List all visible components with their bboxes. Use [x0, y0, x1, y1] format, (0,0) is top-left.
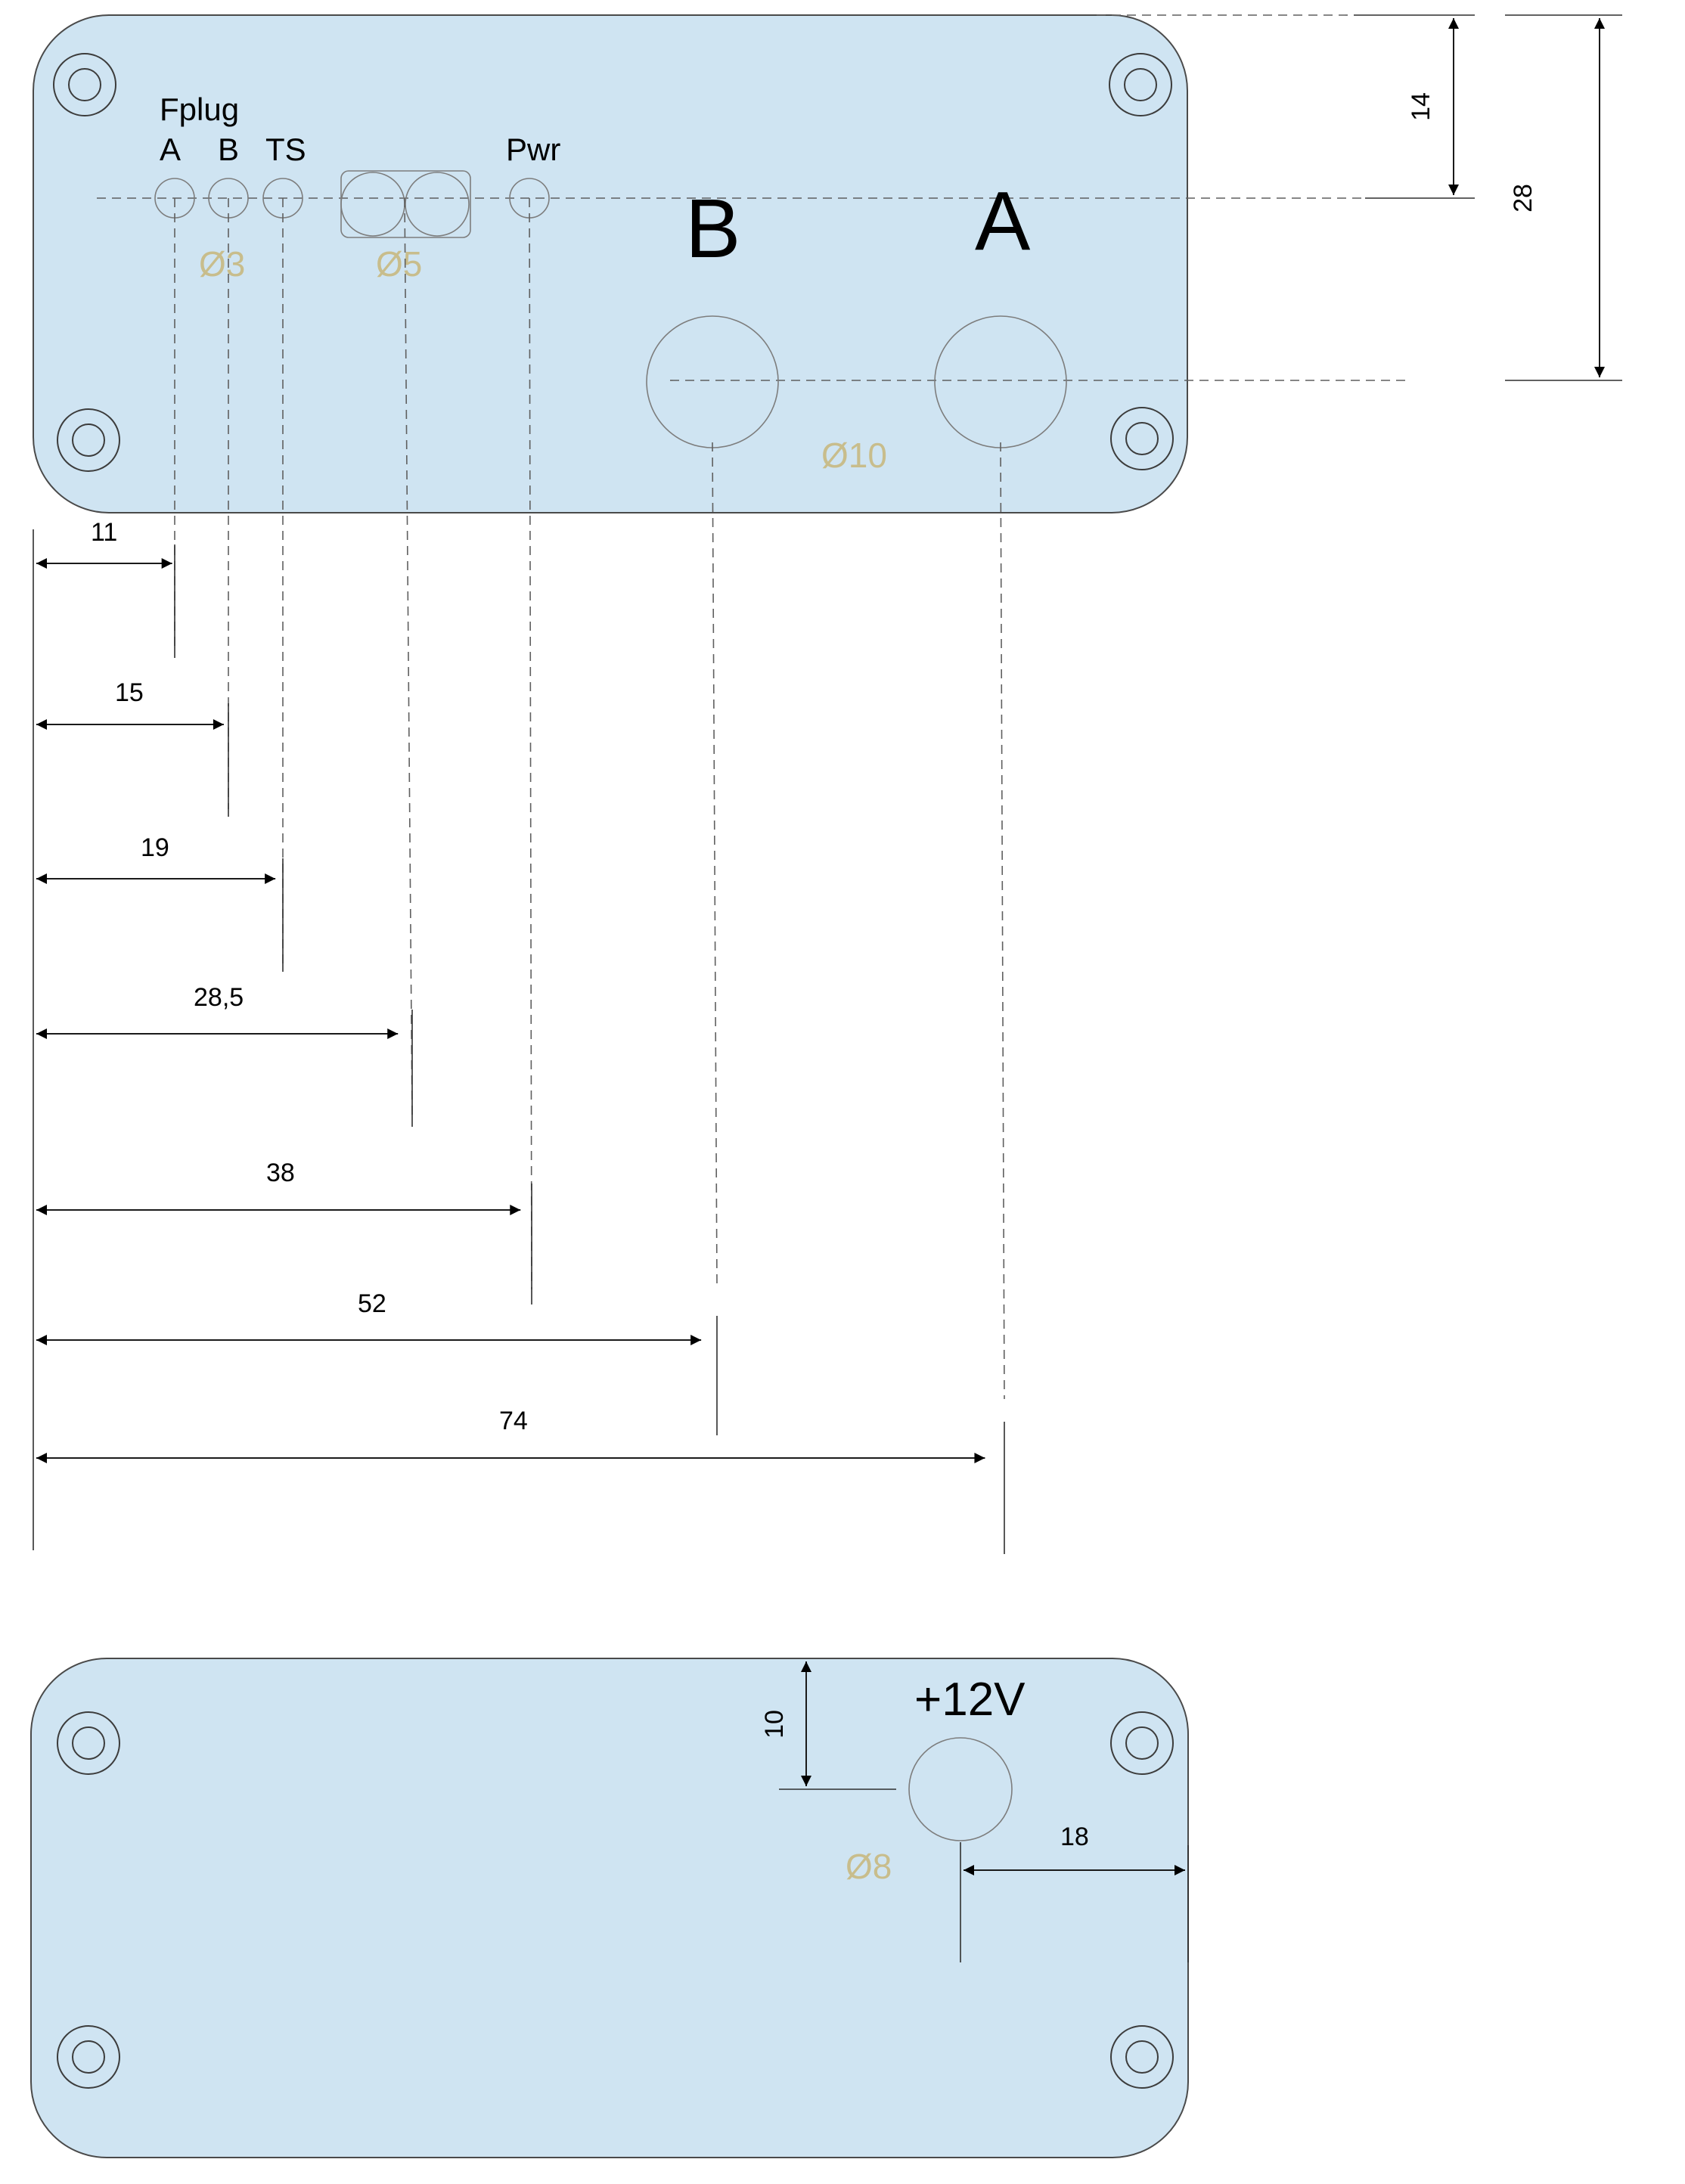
connector-label-a: A — [975, 175, 1031, 268]
connector-label-b: B — [685, 182, 740, 275]
dim-label-10: 10 — [760, 1710, 789, 1739]
mounting-hole-icon — [1109, 53, 1172, 116]
led-label-ts: TS — [265, 132, 306, 167]
dim-label-18: 18 — [1060, 1823, 1089, 1851]
diameter-label-connector: Ø10 — [821, 436, 887, 475]
power-jack-hole — [908, 1737, 1013, 1841]
power-label: +12V — [914, 1674, 1026, 1726]
dim-label-38: 38 — [266, 1159, 295, 1187]
back-panel: +12V Ø8 10 18 — [30, 1658, 1189, 2158]
diameter-label-power: Ø8 — [846, 1847, 892, 1886]
back-mounting-holes — [57, 1711, 1174, 2089]
front-panel: Fplug A B TS Pwr B A Ø3 Ø5 Ø10 — [33, 14, 1408, 513]
mounting-hole-icon — [53, 53, 116, 116]
mounting-hole-icon — [57, 408, 120, 472]
dim-label-52: 52 — [358, 1289, 386, 1318]
back-panel-body — [30, 1658, 1189, 2158]
front-dimensions: 11 15 19 28,5 38 52 74 14 28 — [33, 14, 1622, 1554]
diameter-label-led: Ø3 — [199, 244, 245, 284]
projection-line — [1000, 442, 1005, 1400]
front-panel-body — [33, 14, 1188, 513]
projection-line — [404, 197, 413, 1116]
dim-label-28-5: 28,5 — [194, 983, 244, 1012]
dim-label-19: 19 — [141, 833, 169, 862]
mounting-hole-icon — [57, 1711, 120, 1775]
projection-line — [712, 442, 718, 1286]
front-mounting-holes — [53, 53, 1174, 472]
dim-label-28: 28 — [1509, 184, 1538, 213]
mounting-hole-icon — [1110, 1711, 1174, 1775]
dim-label-14: 14 — [1407, 92, 1435, 121]
dim-label-15: 15 — [115, 678, 144, 707]
led-label-b: B — [218, 132, 239, 167]
led-label-a: A — [160, 132, 181, 167]
mounting-hole-icon — [57, 2025, 120, 2089]
projection-line — [529, 197, 532, 1290]
dim-label-74: 74 — [499, 1407, 528, 1435]
mounting-hole-icon — [1110, 2025, 1174, 2089]
led-label-pwr: Pwr — [506, 132, 560, 167]
mounting-hole-icon — [1110, 407, 1174, 470]
diameter-label-dual-led: Ø5 — [376, 244, 422, 284]
dim-label-11: 11 — [91, 518, 117, 547]
fplug-label: Fplug — [160, 92, 239, 127]
